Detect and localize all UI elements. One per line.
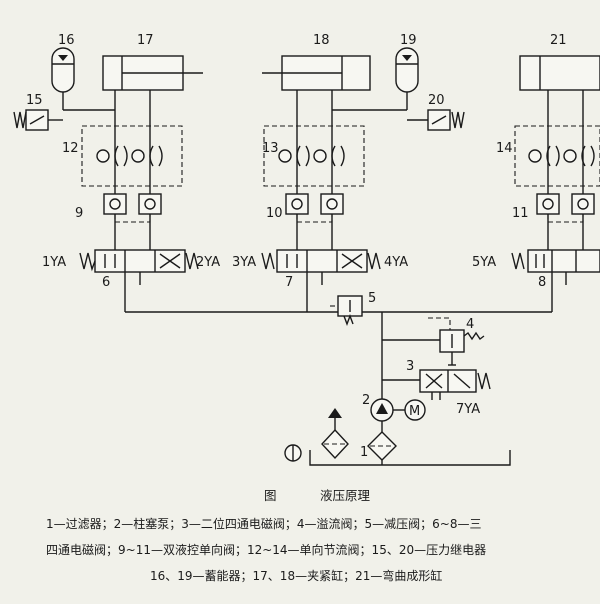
- label-17: 17: [137, 33, 154, 48]
- throttle-valve-14: [514, 125, 600, 187]
- throttle-valve-12: [81, 125, 183, 187]
- label-19: 19: [400, 33, 417, 48]
- filter-1: [367, 431, 397, 465]
- component-number-labels: 16 17 18 19 21 15 20 12 13 14 9 10 11 6 …: [26, 33, 567, 460]
- figure-title: 液压原理: [320, 488, 371, 503]
- solenoid-5ya: 5YA: [472, 255, 496, 270]
- legend-line-2: 四通电磁阀；9~11—双液控单向阀；12~14—单向节流阀；15、20—压力继电…: [46, 543, 487, 557]
- pilot-check-valve-9: [103, 193, 162, 223]
- label-12: 12: [62, 141, 79, 156]
- label-14: 14: [496, 141, 513, 156]
- bending-cylinder-21: [519, 55, 600, 91]
- solenoid-3ya: 3YA: [232, 255, 256, 270]
- directional-valve-6: [79, 249, 199, 285]
- oil-tank: [309, 450, 511, 466]
- label-3: 3: [406, 359, 414, 374]
- motor-icon: M: [404, 399, 426, 421]
- directional-valve-7: [261, 249, 381, 285]
- two-position-valve-3: [419, 369, 491, 400]
- label-1: 1: [360, 445, 368, 460]
- label-13: 13: [262, 141, 279, 156]
- gauge-icon: [284, 444, 302, 462]
- solenoid-7ya: 7YA: [456, 402, 480, 417]
- label-7: 7: [285, 275, 293, 290]
- label-10: 10: [266, 206, 283, 221]
- label-11: 11: [512, 206, 529, 221]
- label-15: 15: [26, 93, 43, 108]
- legend-line-3: 16、19—蓄能器；17、18—夹紧缸；21—弯曲成形缸: [150, 569, 443, 583]
- legend-line-1: 1—过滤器；2—柱塞泵；3—二位四通电磁阀；4—溢流阀；5—减压阀；6~8—三: [46, 517, 482, 531]
- clamp-cylinder-18: [262, 55, 371, 91]
- pilot-check-valve-11: [536, 193, 595, 223]
- label-5: 5: [368, 291, 376, 306]
- reducing-valve-5: [330, 295, 363, 326]
- cylinder-lines: [63, 90, 584, 255]
- solenoid-2ya: 2YA: [196, 255, 220, 270]
- accumulator-16: [51, 47, 75, 110]
- auxiliary-filter-icon: [321, 408, 349, 460]
- figure-label: 图: [264, 488, 277, 503]
- label-20: 20: [428, 93, 445, 108]
- clamp-cylinder-17: [102, 55, 203, 91]
- accumulator-19: [395, 47, 419, 110]
- solenoid-labels: 1YA 2YA 3YA 4YA 5YA 7YA: [42, 255, 496, 417]
- throttle-valve-13: [263, 125, 365, 187]
- solenoid-1ya: 1YA: [42, 255, 66, 270]
- label-16: 16: [58, 33, 75, 48]
- label-2: 2: [362, 393, 370, 408]
- label-21: 21: [550, 33, 567, 48]
- label-8: 8: [538, 275, 546, 290]
- directional-valve-8: [511, 249, 600, 285]
- relief-valve-4: [428, 317, 485, 366]
- pilot-check-valve-10: [285, 193, 344, 223]
- pressure-relay-15: [13, 109, 63, 131]
- solenoid-4ya: 4YA: [384, 255, 408, 270]
- plunger-pump-2: [370, 398, 405, 435]
- label-6: 6: [102, 275, 110, 290]
- label-4: 4: [466, 317, 474, 332]
- label-18: 18: [313, 33, 330, 48]
- pressure-relay-20: [407, 109, 465, 131]
- label-9: 9: [75, 206, 83, 221]
- motor-label: M: [409, 404, 420, 419]
